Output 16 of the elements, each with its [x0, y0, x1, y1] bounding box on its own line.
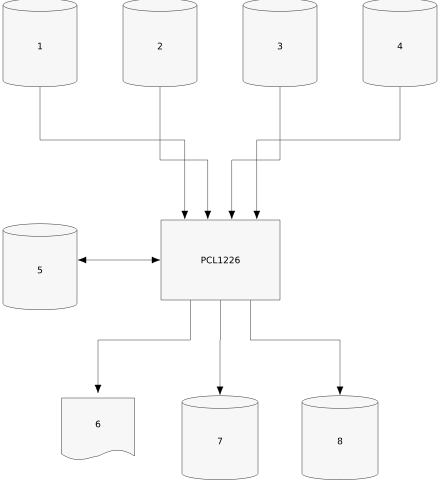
arrow — [160, 86, 212, 220]
arrow — [40, 86, 188, 220]
cylinder: 7 — [182, 396, 258, 480]
cylinder: 4 — [362, 0, 438, 87]
process-box: PCL1226 — [160, 220, 280, 300]
arrow — [228, 86, 280, 220]
cylinder: 8 — [302, 396, 378, 480]
arrow — [78, 256, 160, 264]
cylinder: 3 — [242, 0, 318, 87]
arrow — [216, 300, 224, 395]
cylinder: 2 — [122, 0, 198, 87]
arrow — [250, 300, 344, 395]
cylinder: 1 — [2, 0, 78, 87]
arrow — [94, 300, 190, 394]
cylinder: 5 — [2, 224, 78, 310]
arrow — [253, 86, 400, 220]
